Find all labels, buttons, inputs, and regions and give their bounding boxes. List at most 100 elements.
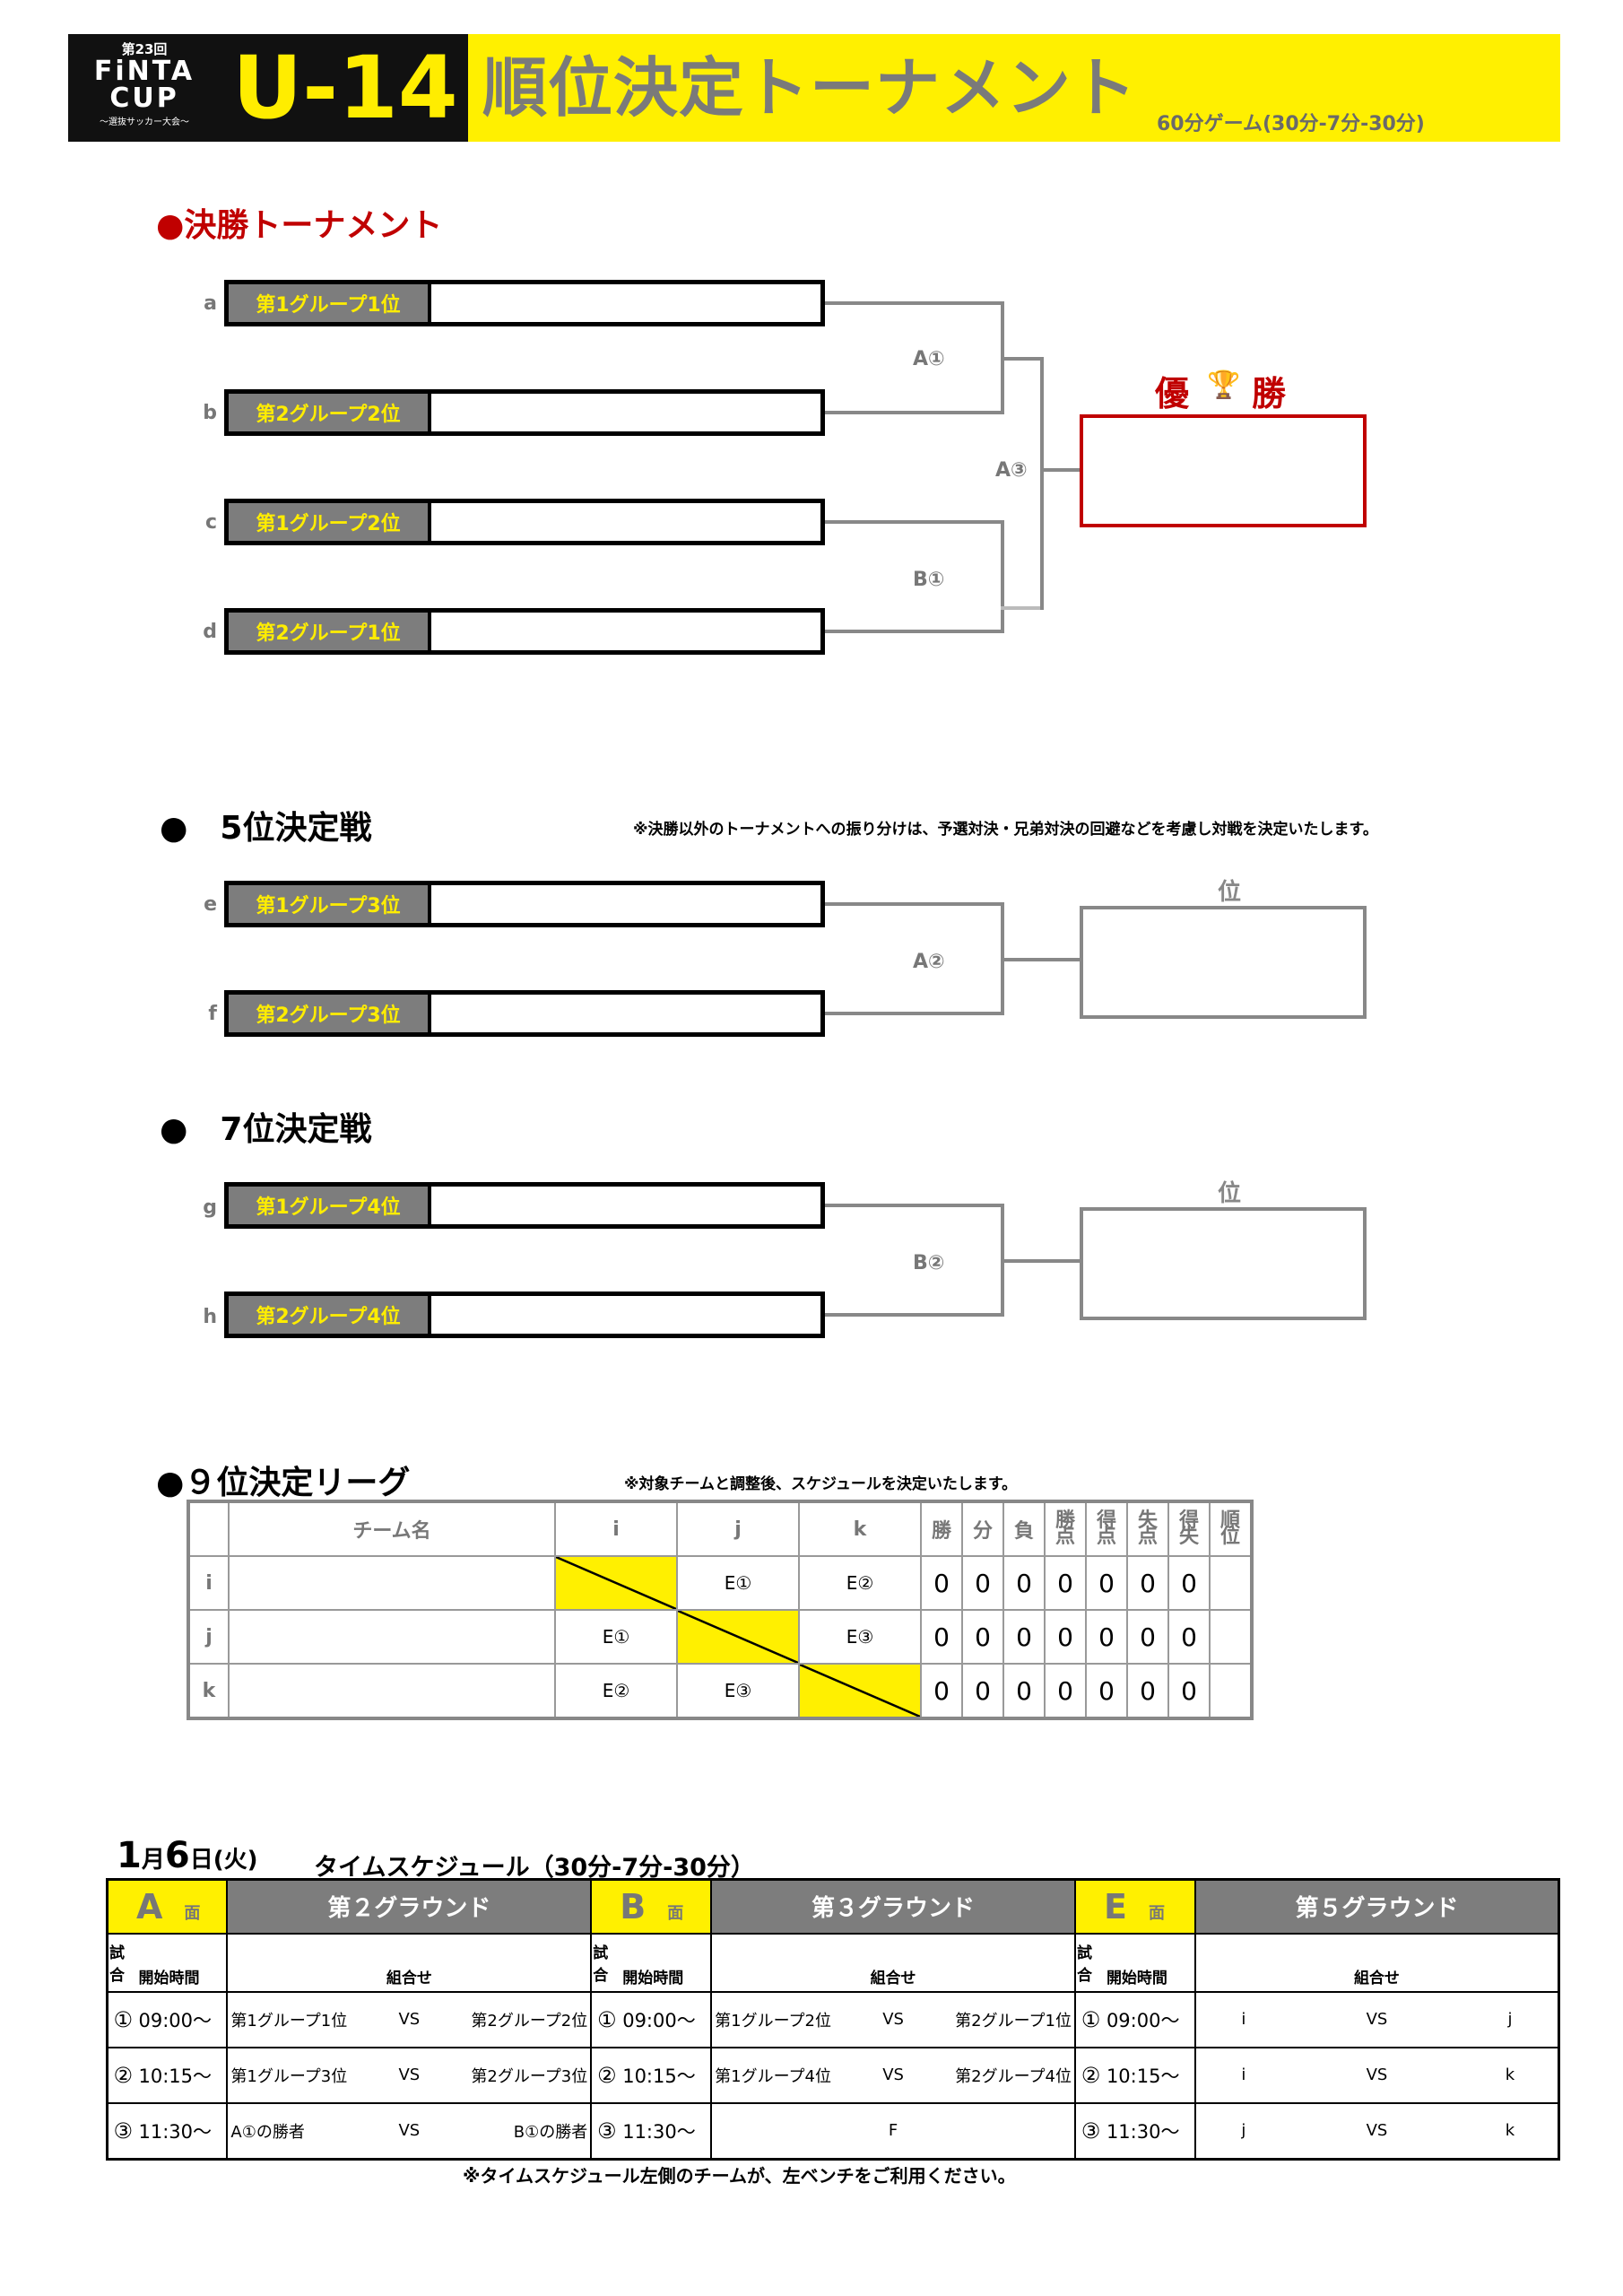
slot-letter: b — [203, 402, 217, 424]
bracket-line — [1001, 606, 1044, 610]
header-goal-diff: 得 失 — [1167, 1500, 1211, 1557]
match-b2-label: B② — [913, 1252, 945, 1274]
match-vs: VS — [1366, 2066, 1388, 2084]
match-home: i — [1241, 2010, 1246, 2029]
header-draw: 分 — [961, 1500, 1004, 1557]
team-slot-g: 第1グループ4位 — [224, 1182, 825, 1229]
trophy-icon: 🏆 — [1207, 370, 1241, 401]
match-number: ① — [590, 1990, 622, 2048]
stat-cell: 0 — [1085, 1609, 1128, 1665]
header-yellow-band — [468, 34, 1560, 142]
team-name-cell — [228, 1663, 556, 1719]
fifth-note: ※決勝以外のトーナメントへの振り分けは、予選対決・兄弟対決の回避などを考慮し対戦… — [633, 821, 1378, 839]
seventh-result-box — [1080, 1207, 1367, 1320]
match-number: ③ — [1073, 2101, 1106, 2160]
match-cell: E② — [554, 1663, 678, 1719]
table-row: j E① E③ 0 0 0 0 0 0 0 — [187, 1609, 1253, 1665]
start-time: 11:30〜 — [621, 2101, 713, 2160]
bracket-line — [825, 411, 1004, 414]
court-suffix: 面 — [667, 1903, 684, 1923]
match-combo: F — [710, 2101, 1076, 2160]
stat-cell: 0 — [1002, 1555, 1046, 1611]
stat-cell: 0 — [1126, 1555, 1169, 1611]
match-away: 第2グループ2位 — [471, 2011, 588, 2031]
header-k: k — [798, 1500, 922, 1557]
match-away: k — [1505, 2066, 1515, 2084]
team-name-cell — [228, 1609, 556, 1665]
row-label: k — [187, 1663, 230, 1719]
match-home: 第1グループ1位 — [230, 2011, 348, 2031]
col-combo: 組合せ — [226, 1932, 593, 1993]
match-a1-label: A① — [913, 348, 945, 370]
slot-letter: a — [204, 292, 217, 315]
match-vs: VS — [1366, 2121, 1388, 2140]
date-month-unit: 月 — [141, 1847, 165, 1874]
header-black-band — [68, 34, 468, 142]
slot-label: 第2グループ2位 — [229, 394, 431, 431]
self-match-cell — [676, 1609, 800, 1665]
match-cell: E① — [554, 1609, 678, 1665]
match-number: ③ — [106, 2101, 138, 2160]
match-cell: E① — [676, 1555, 800, 1611]
stat-cell: 0 — [961, 1555, 1004, 1611]
start-time: 09:00〜 — [621, 1990, 713, 2048]
court-letter: A — [136, 1886, 163, 1926]
rank-label: 位 — [1218, 879, 1242, 906]
stat-cell: 0 — [1044, 1663, 1087, 1719]
finta-cup-logo: 第23回 FiNTA CUP 〜選抜サッカー大会〜 — [77, 39, 212, 136]
team-slot-d: 第2グループ1位 — [224, 608, 825, 655]
team-slot-f: 第2グループ3位 — [224, 990, 825, 1037]
match-home: 第1グループ2位 — [715, 2011, 831, 2031]
court-suffix: 面 — [1148, 1903, 1165, 1923]
col-match: 試 合 — [590, 1932, 622, 1993]
self-match-cell — [798, 1663, 922, 1719]
match-number: ② — [106, 2046, 138, 2104]
slot-letter: f — [208, 1003, 217, 1025]
bracket-line — [1040, 357, 1044, 610]
match-cell: E② — [798, 1555, 922, 1611]
team-name-blank — [431, 394, 820, 431]
col-time: 開始時間 — [137, 1932, 229, 1993]
match-cell: E③ — [676, 1663, 800, 1719]
logo-name-2: CUP — [109, 83, 179, 114]
table-row: k E② E③ 0 0 0 0 0 0 0 — [187, 1663, 1253, 1719]
header-team: チーム名 — [228, 1500, 556, 1557]
schedule-footnote: ※タイムスケジュール左側のチームが、左ベンチをご利用ください。 — [463, 2165, 1016, 2187]
row-label: i — [187, 1555, 230, 1611]
slot-letter: e — [204, 893, 217, 916]
start-time: 09:00〜 — [1105, 1990, 1196, 2048]
ninth-league-table: チーム名 i j k 勝 分 負 勝 点 得 点 失 点 得 失 順 位 i E… — [187, 1500, 1254, 1720]
slot-label: 第2グループ4位 — [229, 1296, 431, 1334]
team-name-blank — [431, 613, 820, 650]
bracket-line — [1001, 357, 1044, 361]
schedule-title: タイムスケジュール（30分-7分-30分） — [314, 1854, 755, 1882]
match-vs: VS — [398, 2121, 421, 2140]
bracket-line — [1040, 468, 1083, 472]
header-rank: 順 位 — [1209, 1500, 1253, 1557]
stat-cell: 0 — [920, 1609, 963, 1665]
ground-name: 第３グラウンド — [710, 1878, 1076, 1935]
col-time: 開始時間 — [1105, 1932, 1196, 1993]
start-time: 11:30〜 — [137, 2101, 229, 2160]
team-name-blank — [431, 1187, 820, 1224]
team-name-blank — [431, 503, 820, 541]
stat-cell: 0 — [1002, 1609, 1046, 1665]
page-title: 順位決定トーナメント — [482, 50, 1138, 126]
header-goals-for: 得 点 — [1085, 1500, 1128, 1557]
slot-label: 第1グループ3位 — [229, 885, 431, 923]
header-blank — [187, 1500, 230, 1557]
ground-name: 第５グラウンド — [1193, 1878, 1560, 1935]
fifth-section-title: ● 5位決定戦 — [160, 810, 372, 847]
slot-label: 第2グループ3位 — [229, 995, 431, 1032]
slot-label: 第1グループ4位 — [229, 1187, 431, 1224]
team-slot-b: 第2グループ2位 — [224, 389, 825, 436]
stat-cell: 0 — [1126, 1609, 1169, 1665]
logo-name-1: FiNTA — [93, 56, 195, 87]
match-a2-label: A② — [913, 951, 945, 973]
